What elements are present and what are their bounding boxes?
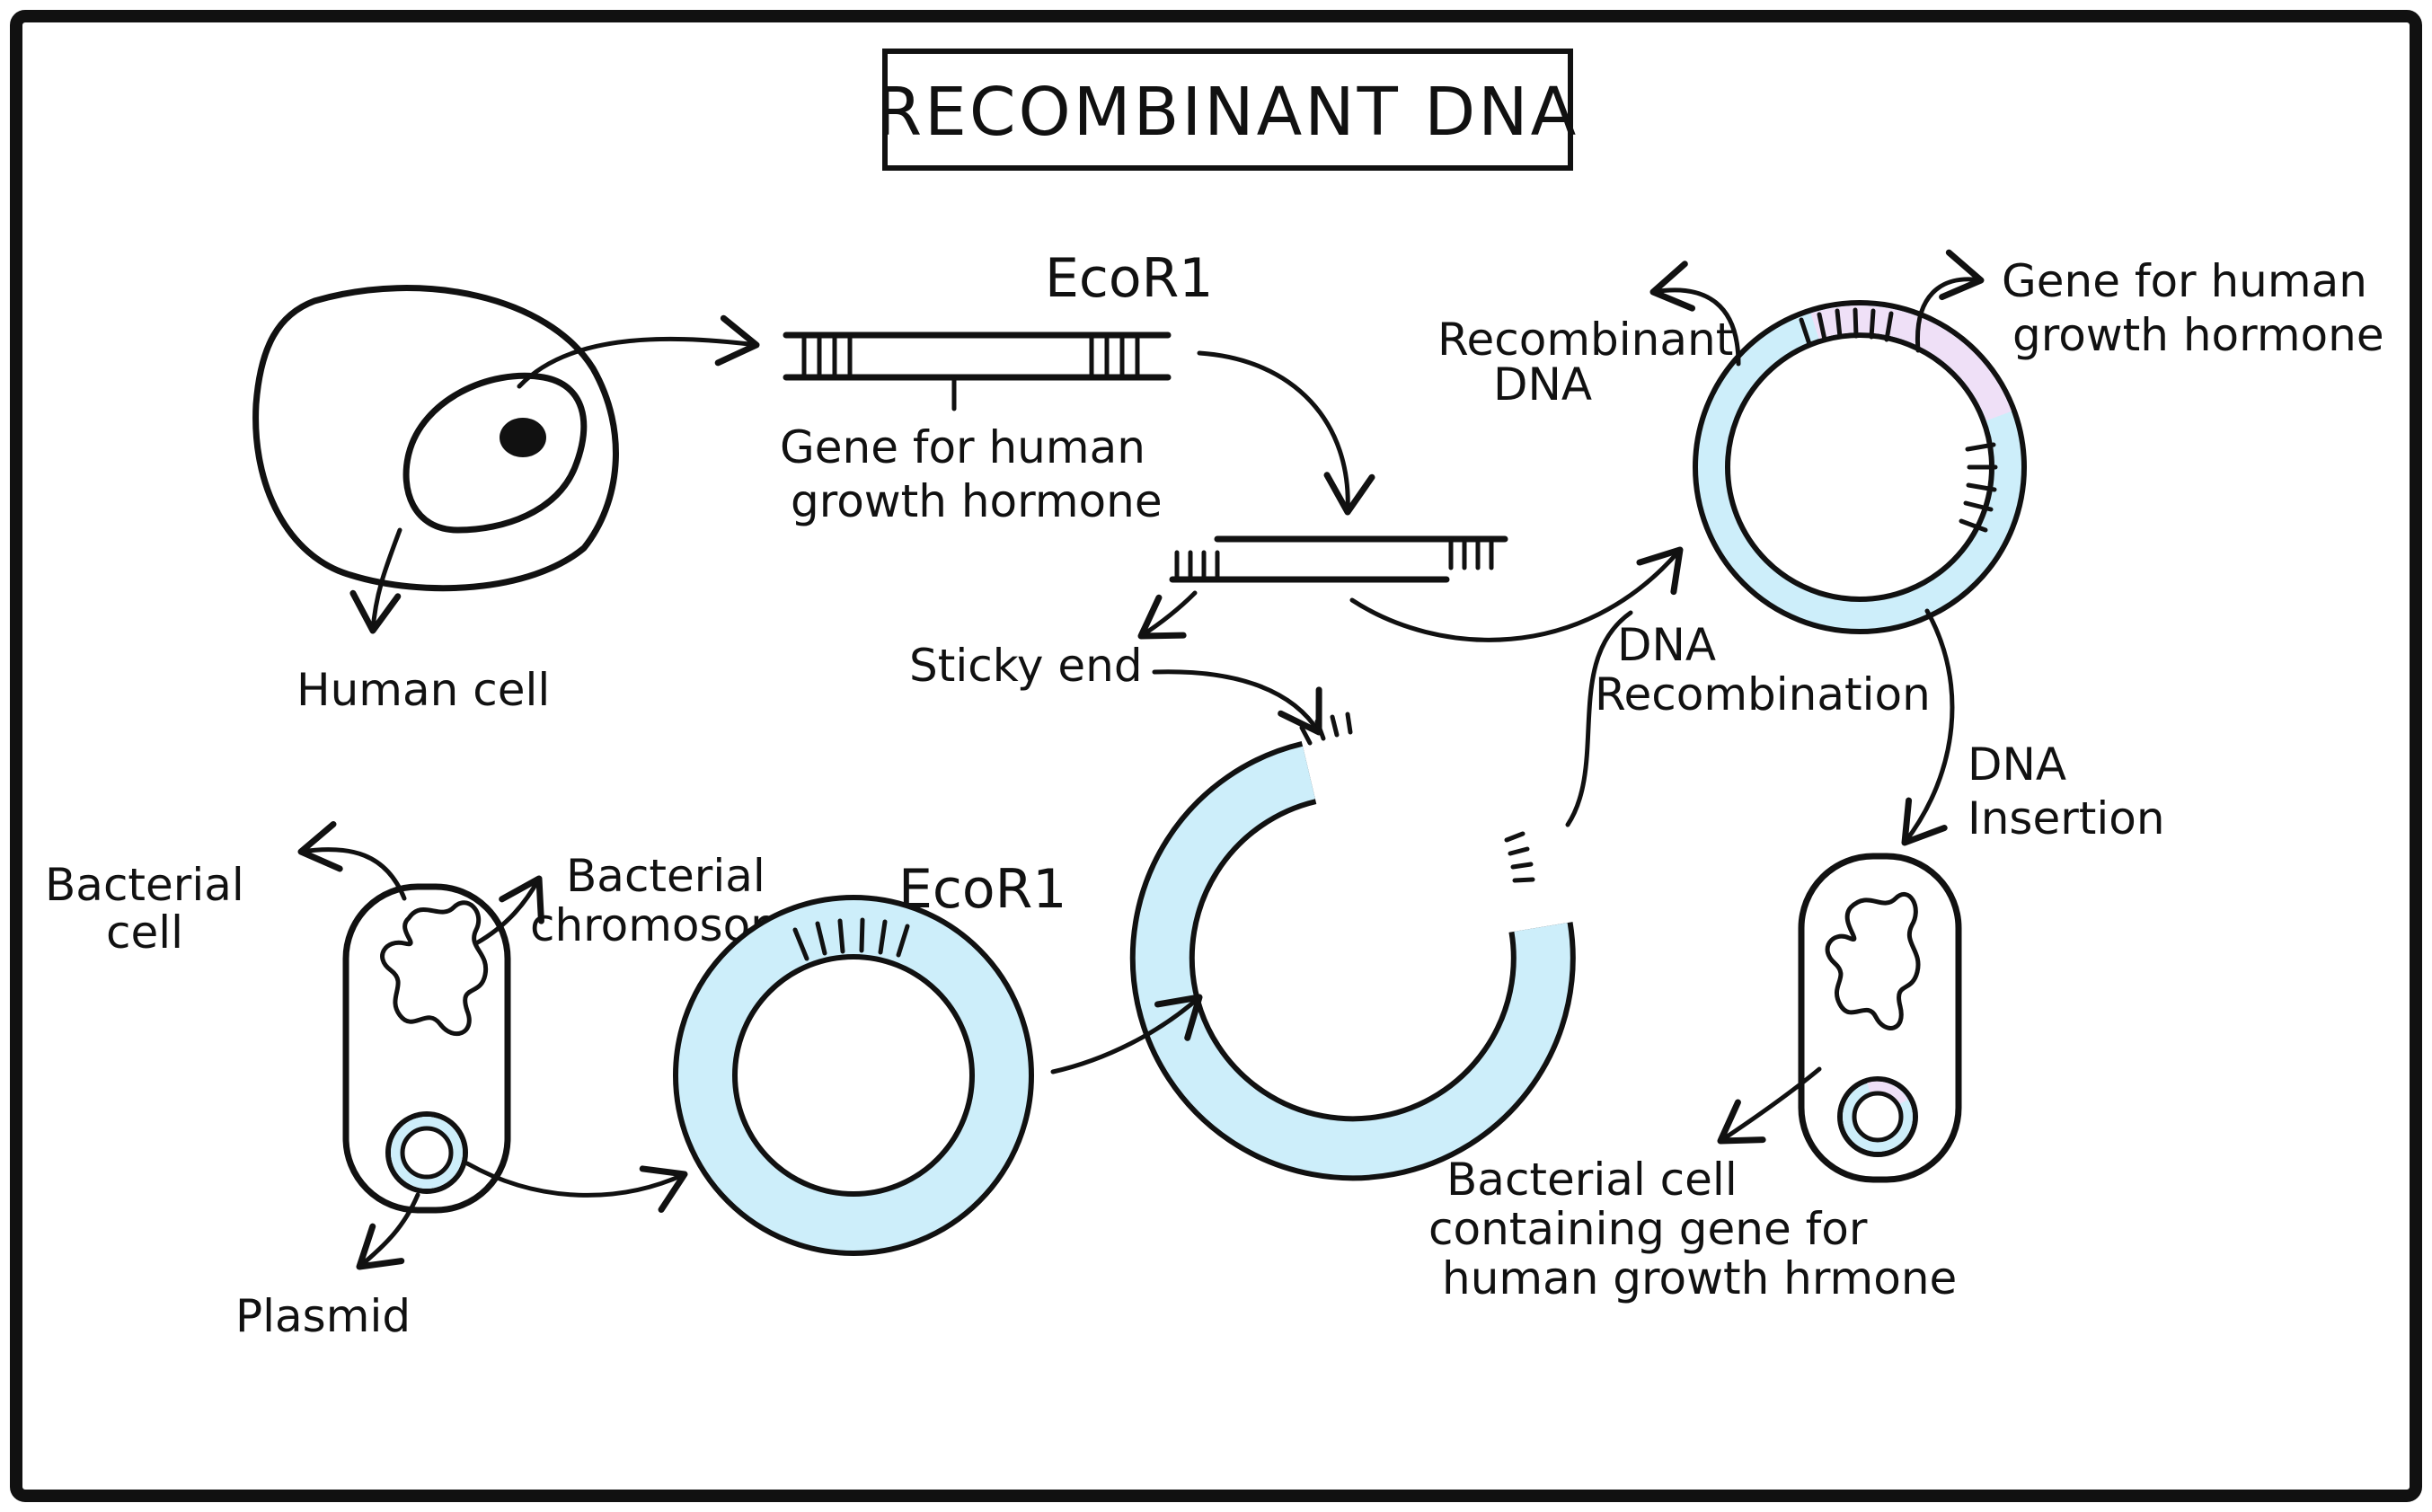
arrow-plasmid-label [356,1192,420,1270]
arrow-sticky-end [1137,590,1198,640]
result-bacterial-chromosome [1825,891,1921,1030]
result-label-line1: Bacterial cell [1446,1154,1738,1206]
recombinant-dna-label-line1: Recombinant [1437,314,1733,366]
arrow-bacterial-chromosome-label [473,875,544,946]
dna-insertion-label-line2: Insertion [1968,792,2165,844]
arrow-sticky-to-open-plasmid [1152,669,1322,736]
ecori-bottom-label: EcoR1 [898,858,1066,921]
nucleus [402,372,588,534]
title-box: RECOMBINANT DNA [876,49,1579,171]
page-title: RECOMBINANT DNA [876,74,1579,151]
gene-top-label-line2: growth hormone [791,475,1163,527]
arrow-plasmid-to-enlarged [464,1161,688,1213]
gene-right-label-line1: Gene for human [2002,255,2367,307]
arrow-dna-insertion [1901,608,1955,846]
ecori-top-label: EcoR1 [1045,247,1213,310]
bacterial-chromosome [380,900,489,1037]
arrow-result-cell-label [1717,1066,1822,1145]
arrow-plasmid-to-open [1050,994,1203,1074]
arrow-nucleus-to-gene [517,314,760,389]
dna-recombination-label-line1: DNA [1617,619,1716,671]
human-cell [252,285,619,592]
arrow-gene-to-recombinant [1349,546,1684,642]
bacterial-cell-label-line2: cell [106,906,183,959]
enlarged-plasmid [673,895,1034,1256]
arrow-recombinant-dna-label [1649,261,1741,367]
outer-frame [10,10,2422,1502]
arrow-human-cell-label [349,527,402,634]
sticky-end-label: Sticky end [909,640,1143,692]
dna-segment-top [783,332,1172,411]
bacterial-cell [342,883,511,1214]
arrow-open-plasmid-to-recombination [1565,610,1633,827]
result-label-line3: human growth hrmone [1442,1252,1957,1304]
arrow-bacterial-cell-label [297,821,407,901]
plasmid-label: Plasmid [235,1290,411,1342]
arrow-gene-right-label [1915,249,1985,353]
result-bacterial-cell [1798,853,1962,1183]
result-label-line2: containing gene for [1428,1203,1868,1255]
gene-top-label-line1: Gene for human [780,421,1145,473]
human-cell-label: Human cell [296,664,550,716]
open-plasmid [1129,712,1576,1181]
recombinant-plasmid [1693,300,2027,634]
bacterial-chromosome-label-line1: Bacterial [566,850,765,902]
bacterial-cell-label-line1: Bacterial [45,859,244,911]
gene-right-label-line2: growth hormone [2012,309,2384,361]
dna-recombination-label-line2: Recombination [1595,668,1931,721]
recombinant-dna-label-line2: DNA [1493,358,1592,411]
arrow-gene-to-cut [1197,350,1375,516]
dna-insertion-label-line1: DNA [1968,738,2066,791]
cut-gene-sticky-ends [1169,535,1508,583]
